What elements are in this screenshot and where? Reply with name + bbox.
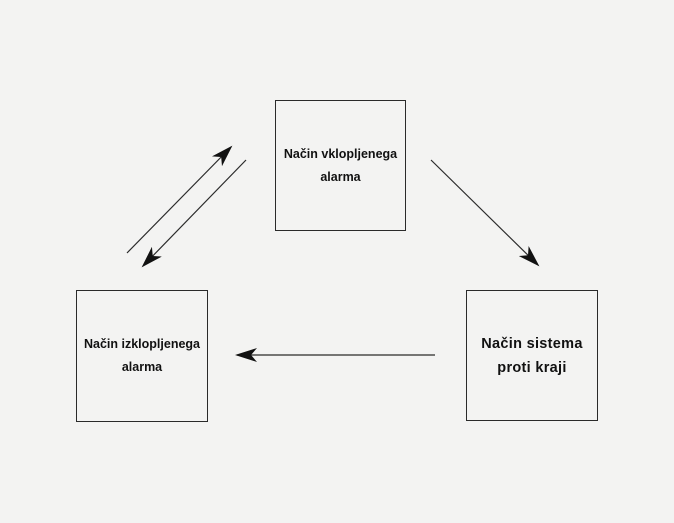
- node-alarm-on: Način vklopljenega alarma: [275, 100, 406, 231]
- node-anti-theft-line1: Način sistema: [481, 335, 583, 352]
- node-alarm-off-line2: alarma: [121, 360, 163, 374]
- node-alarm-off-line1: Način izklopljenega: [83, 337, 200, 351]
- node-anti-theft-line2: proti kraji: [497, 359, 567, 376]
- arrow-off-to-on: [126, 145, 233, 254]
- node-alarm-off: Način izklopljenega alarma: [76, 290, 208, 422]
- node-alarm-on-line1: Način vklopljenega: [283, 146, 398, 161]
- arrow-on-to-off: [141, 159, 247, 268]
- arrow-on-to-anti-theft: [430, 159, 540, 267]
- node-alarm-on-line2: alarma: [320, 169, 361, 184]
- node-anti-theft: Način sistema proti kraji: [466, 290, 598, 421]
